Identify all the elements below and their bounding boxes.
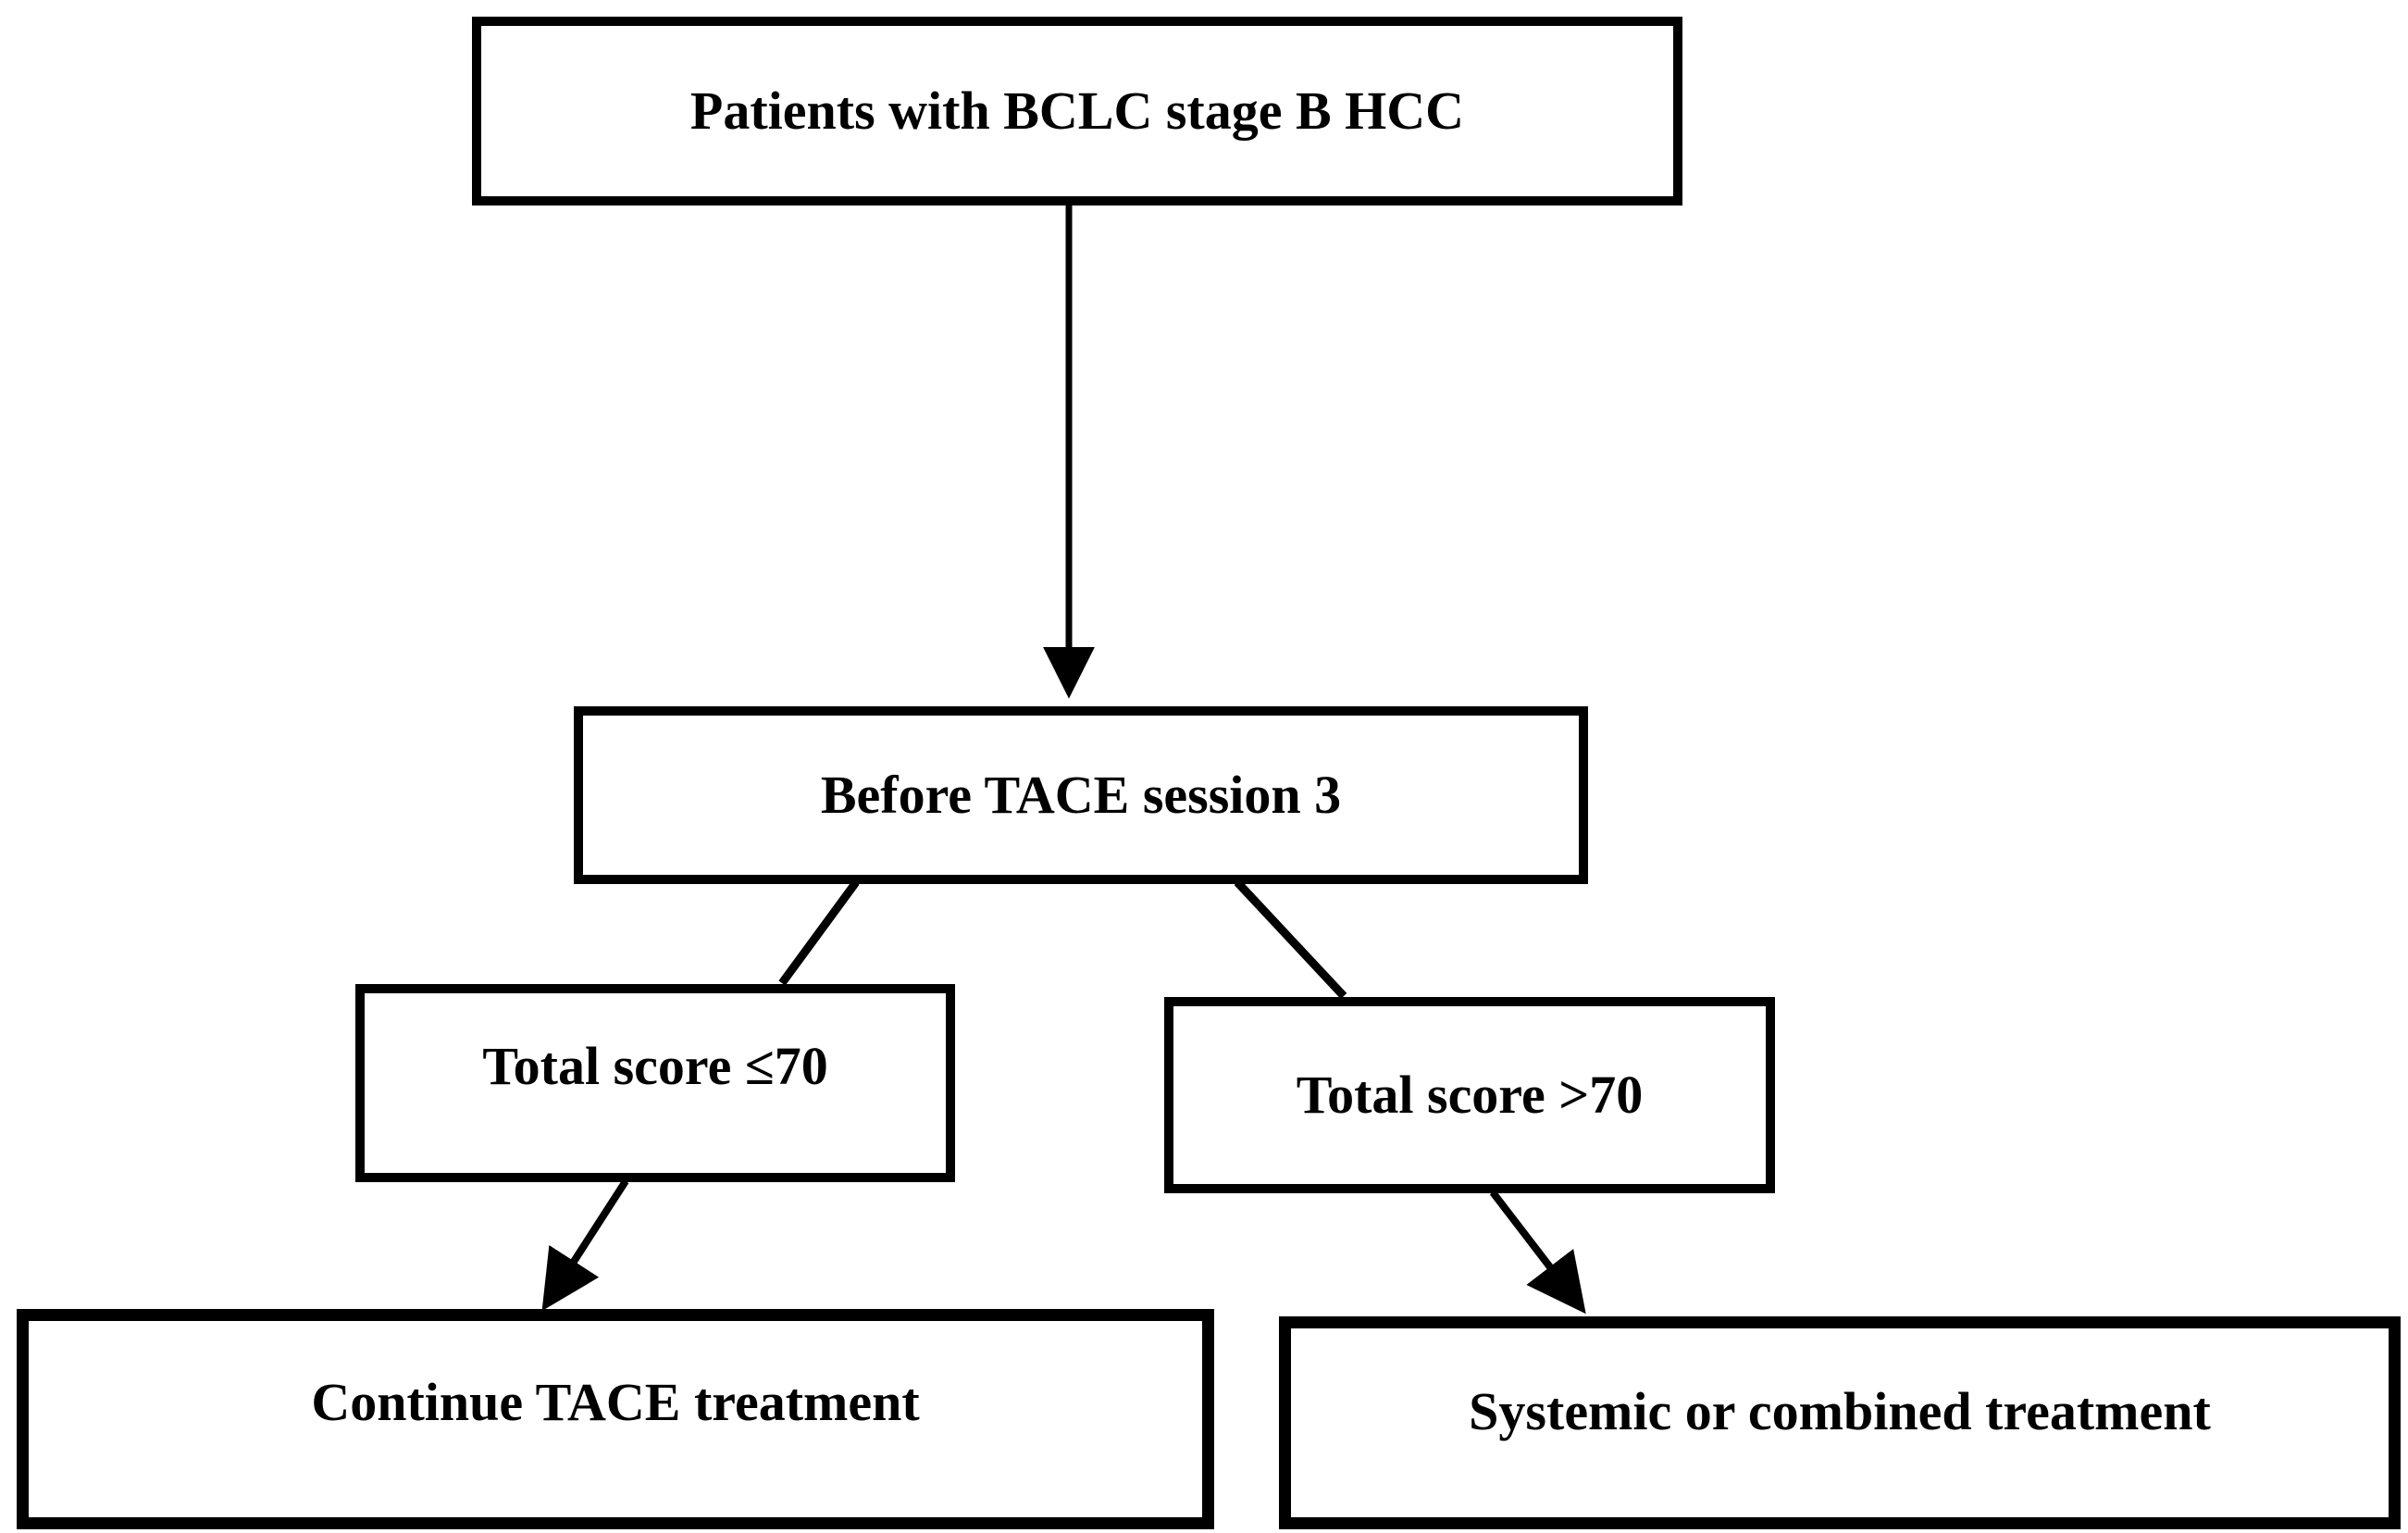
edge-low-score-to-continue (541, 1178, 629, 1312)
node-patients-bclc-stage-b-hcc: Patients with BCLC stage B HCC (472, 17, 1682, 206)
node-label: Systemic or combined treatment (1469, 1381, 2211, 1442)
node-total-score-le-70: Total score ≤70 (355, 984, 955, 1182)
node-label: Continue TACE treatment (311, 1372, 920, 1433)
node-before-tace-session-3: Before TACE session 3 (574, 706, 1588, 884)
node-systemic-or-combined-treatment: Systemic or combined treatment (1279, 1316, 2401, 1529)
node-label: Total score ≤70 (482, 1036, 828, 1097)
node-continue-tace-treatment: Continue TACE treatment (17, 1309, 1214, 1529)
node-total-score-gt-70: Total score >70 (1164, 997, 1775, 1193)
edge-high-score-to-systemic (1489, 1190, 1586, 1315)
node-label: Patients with BCLC stage B HCC (689, 81, 1465, 142)
node-label: Before TACE session 3 (820, 765, 1342, 826)
edge-assessment-to-low-score (778, 879, 860, 986)
node-label: Total score >70 (1296, 1065, 1644, 1126)
edge-assessment-to-high-score (1234, 879, 1347, 1000)
